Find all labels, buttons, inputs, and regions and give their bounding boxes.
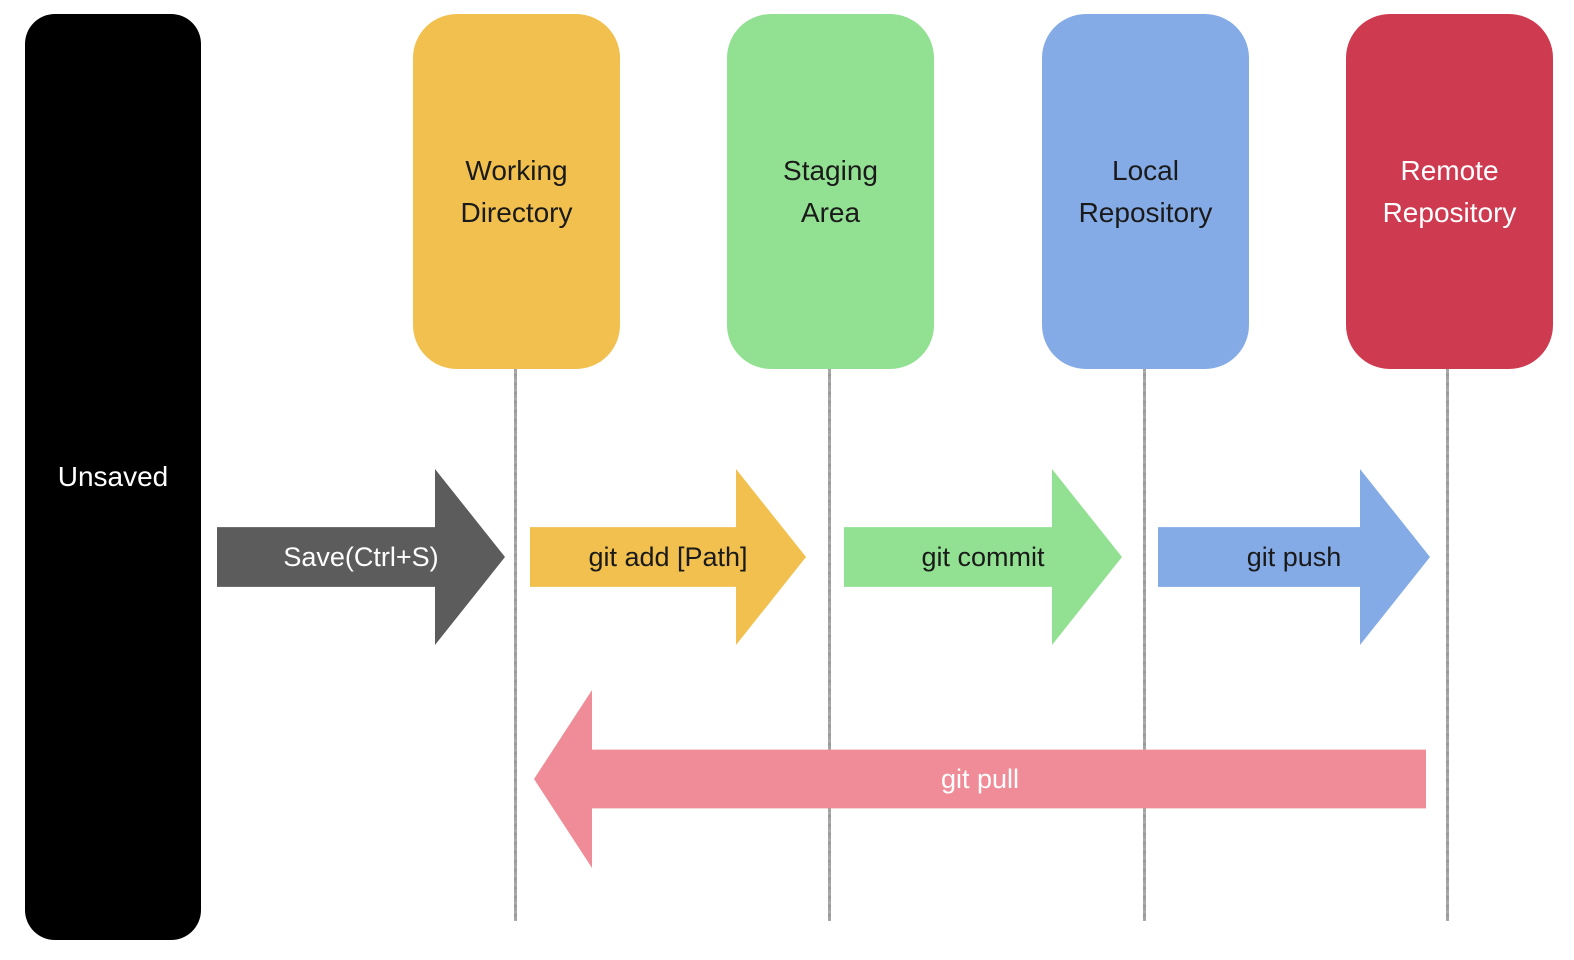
node-local-repository: Local Repository [1042,14,1249,369]
lifeline-staging-area [828,369,831,921]
node-unsaved: Unsaved [25,14,201,940]
node-label-staging-area: Staging Area [783,154,878,228]
lifeline-remote-repository [1446,369,1449,921]
node-working-directory: Working Directory [413,14,620,369]
node-label-unsaved: Unsaved [57,461,169,492]
lifeline-local-repository [1143,369,1146,921]
node-label-working-directory: Working Directory [460,154,573,228]
arrow-git-commit: git commit [844,469,1122,645]
arrow-label-git-commit: git commit [921,541,1045,572]
node-label-local-repository: Local Repository [1078,154,1213,228]
node-label-remote-repository: Remote Repository [1382,154,1517,228]
arrow-label-save: Save(Ctrl+S) [283,541,439,572]
node-remote-repository: Remote Repository [1346,14,1553,369]
node-staging-area: Staging Area [727,14,934,369]
arrow-git-push: git push [1158,469,1430,645]
arrow-label-git-pull: git pull [940,763,1020,794]
arrow-label-git-push: git push [1246,541,1342,572]
arrow-git-pull: git pull [534,690,1426,868]
arrow-save: Save(Ctrl+S) [217,469,505,645]
lifeline-working-directory [514,369,517,921]
arrow-git-add: git add [Path] [530,469,806,645]
arrow-label-git-add: git add [Path] [588,541,748,572]
